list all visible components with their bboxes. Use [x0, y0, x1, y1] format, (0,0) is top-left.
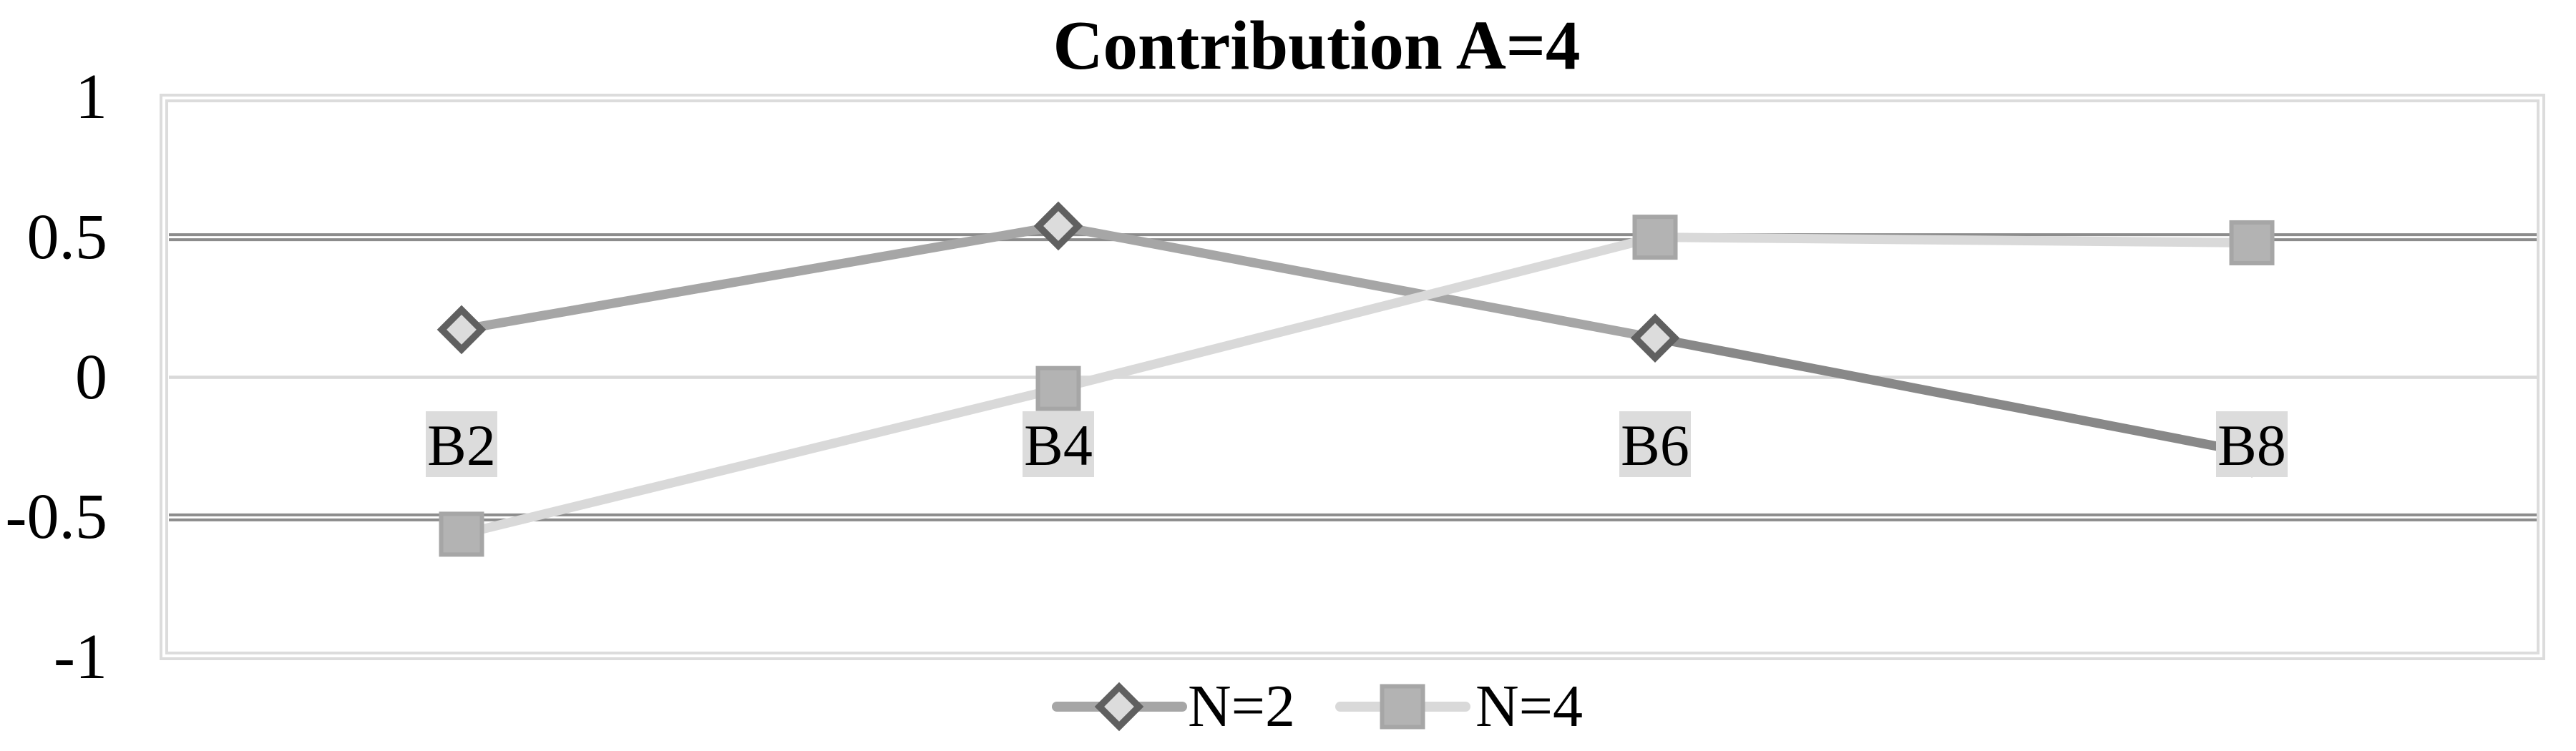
- major-gridline: [169, 238, 2537, 242]
- data-point-marker-square: [1632, 215, 1678, 260]
- series-line-segment: [1057, 232, 1657, 393]
- data-point-marker-square: [2229, 220, 2275, 265]
- data-point-marker-diamond: [436, 305, 487, 355]
- chart-title: Contribution A=4: [1053, 7, 1581, 84]
- data-point-marker-diamond: [1033, 201, 1083, 251]
- data-point-marker-square: [1380, 684, 1425, 730]
- series-line-segment: [460, 383, 1060, 539]
- major-gridline: [169, 518, 2537, 521]
- data-point-marker-diamond: [1630, 313, 1680, 363]
- x-category-label: B4: [1023, 411, 1094, 478]
- series-line-segment: [460, 221, 1060, 335]
- plot-area: [160, 94, 2545, 660]
- series-line-segment: [1654, 333, 2253, 458]
- y-tick-label: -0.5: [5, 481, 107, 553]
- y-tick-label: 0: [75, 341, 107, 413]
- zero-gridline: [169, 376, 2537, 379]
- major-gridline: [169, 513, 2537, 516]
- y-tick-label: 1: [75, 61, 107, 132]
- data-point-marker-diamond: [1094, 682, 1144, 732]
- x-category-label: B6: [1619, 411, 1691, 478]
- major-gridline: [169, 233, 2537, 237]
- series-line-segment: [1654, 232, 2253, 247]
- x-category-label: B2: [426, 411, 497, 478]
- y-tick-label: -1: [54, 622, 107, 693]
- legend-label: N=2: [1188, 673, 1296, 740]
- legend-label: N=4: [1475, 673, 1584, 740]
- x-category-label: B8: [2216, 411, 2288, 478]
- y-tick-label: 0.5: [26, 201, 108, 273]
- data-point-marker-square: [1035, 365, 1081, 411]
- data-point-marker-square: [439, 511, 484, 557]
- series-line-segment: [1057, 221, 1657, 343]
